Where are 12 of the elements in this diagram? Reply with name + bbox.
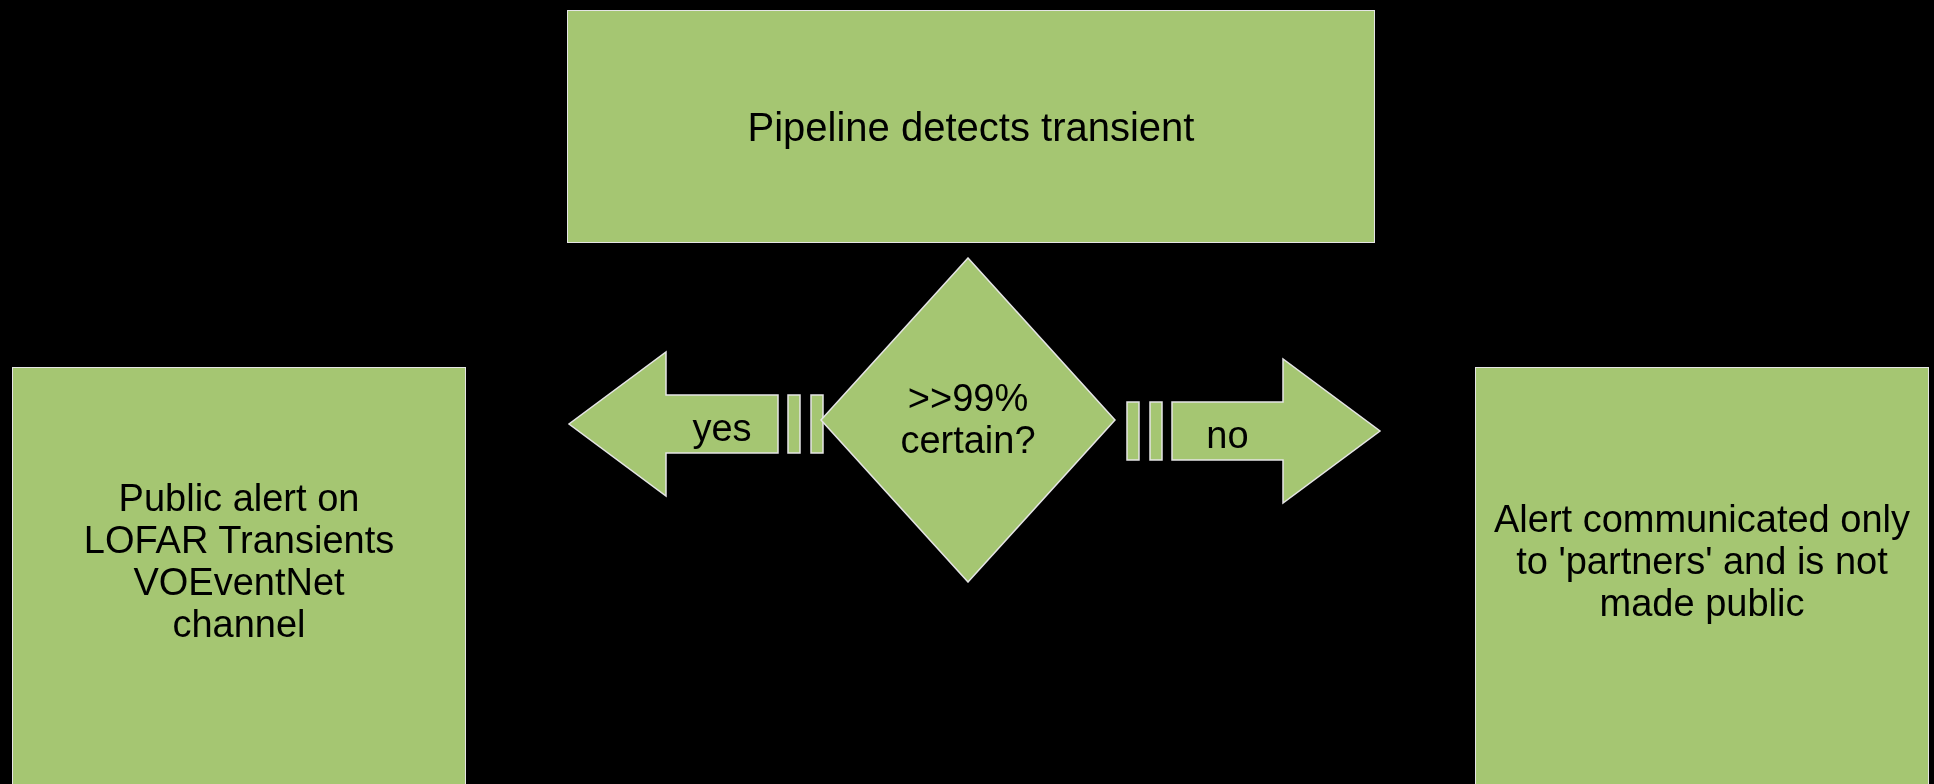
- edge-label: yes: [692, 409, 752, 447]
- node-text: Public alert on LOFAR Transients VOEventNet channel: [82, 478, 396, 646]
- node-text: >>99% certain?: [899, 378, 1037, 462]
- edge-label: no: [1206, 416, 1249, 454]
- process-box: [12, 367, 466, 784]
- node-text: Alert communicated only to 'partners' and is not made public: [1492, 499, 1912, 625]
- node-text: Pipeline detects transient: [746, 104, 1196, 149]
- block-arrow: [1126, 357, 1382, 505]
- process-box: [567, 10, 1375, 243]
- block-arrow: [567, 350, 824, 498]
- decision-diamond: [820, 257, 1116, 583]
- process-box: [1475, 367, 1929, 784]
